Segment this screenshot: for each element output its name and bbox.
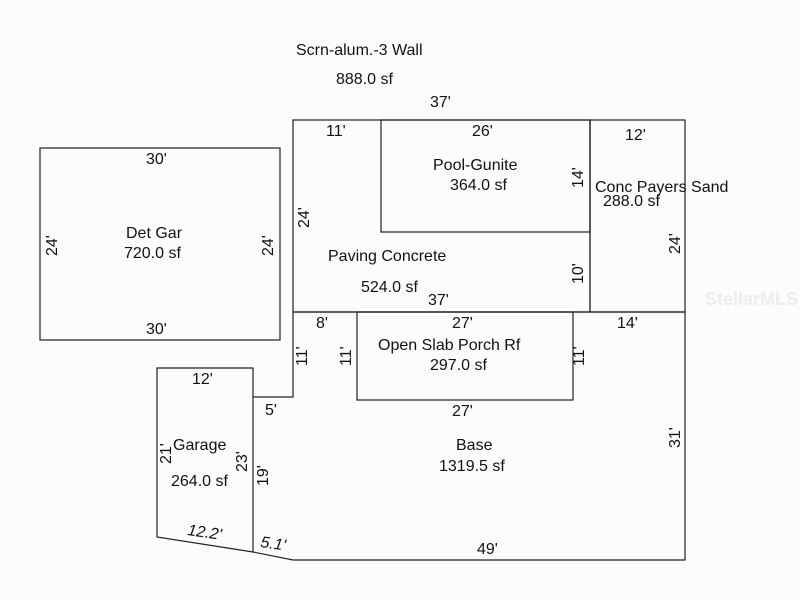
pool-area: 364.0 sf: [450, 177, 507, 194]
header-title: Scrn-alum.-3 Wall: [296, 42, 423, 59]
garage-top-dim: 12': [192, 371, 213, 388]
porch-top-dim: 27': [452, 315, 473, 332]
conc-pavers-top-dim: 12': [625, 127, 646, 144]
porch-name: Open Slab Porch Rf: [378, 337, 521, 354]
porch-right-dim: 11': [571, 346, 588, 366]
conc-pavers-right-dim: 24': [667, 233, 684, 254]
conc-pavers-outline: [589, 119, 686, 313]
garage-right-dim: 23': [234, 451, 251, 472]
paving-area: 524.0 sf: [361, 279, 418, 296]
conc-pavers-name: Conc Payers Sand: [595, 179, 728, 196]
base-left-dim: 19': [255, 465, 272, 486]
det-gar-outline: [39, 147, 281, 341]
pool-right-dim: 14': [570, 167, 587, 188]
conc-pavers-area: 288.0 sf: [603, 193, 660, 210]
paving-name: Paving Concrete: [328, 248, 446, 265]
porch-bottom-dim: 27': [452, 403, 473, 420]
paving-top-dim: 11': [326, 123, 346, 140]
base-step-dim: 5': [265, 402, 277, 419]
porch-area: 297.0 sf: [430, 357, 487, 374]
base-top-right-dim: 14': [617, 315, 638, 332]
det-gar-top-dim: 30': [146, 151, 167, 168]
garage-area: 264.0 sf: [171, 473, 228, 490]
pool-name: Pool-Gunite: [433, 157, 518, 174]
base-bottom-dim: 49': [477, 541, 498, 558]
base-outline: [252, 311, 686, 561]
base-name: Base: [456, 437, 493, 454]
paving-bottom-dim: 37': [428, 292, 449, 309]
base-right-dim: 31': [667, 427, 684, 448]
base-top-left-dim: 8': [316, 315, 328, 332]
paving-outline: [292, 119, 591, 313]
paving-right-dim: 10': [570, 263, 587, 284]
det-gar-right-dim: 24': [260, 235, 277, 256]
base-slant-dim: 5.1': [259, 534, 287, 554]
porch-left-dim: 11': [338, 346, 355, 366]
garage-left-dim: 21': [158, 443, 175, 464]
det-gar-left-dim: 24': [44, 235, 61, 256]
watermark: StellarMLS: [705, 289, 798, 309]
base-step-vertical-dim: 11': [294, 346, 311, 366]
garage-bottom-dim: 12.2': [186, 522, 223, 544]
paving-outer-top-dim: 37': [430, 94, 451, 111]
det-gar-bottom-dim: 30': [146, 321, 167, 338]
base-area: 1319.5 sf: [439, 458, 505, 475]
garage-name: Garage: [173, 437, 226, 454]
header-area: 888.0 sf: [336, 71, 393, 88]
pool-top-dim: 26': [472, 123, 493, 140]
garage-outline: [156, 367, 254, 553]
paving-left-dim: 24': [296, 207, 313, 228]
det-gar-area: 720.0 sf: [124, 245, 181, 262]
det-gar-name: Det Gar: [126, 225, 183, 242]
